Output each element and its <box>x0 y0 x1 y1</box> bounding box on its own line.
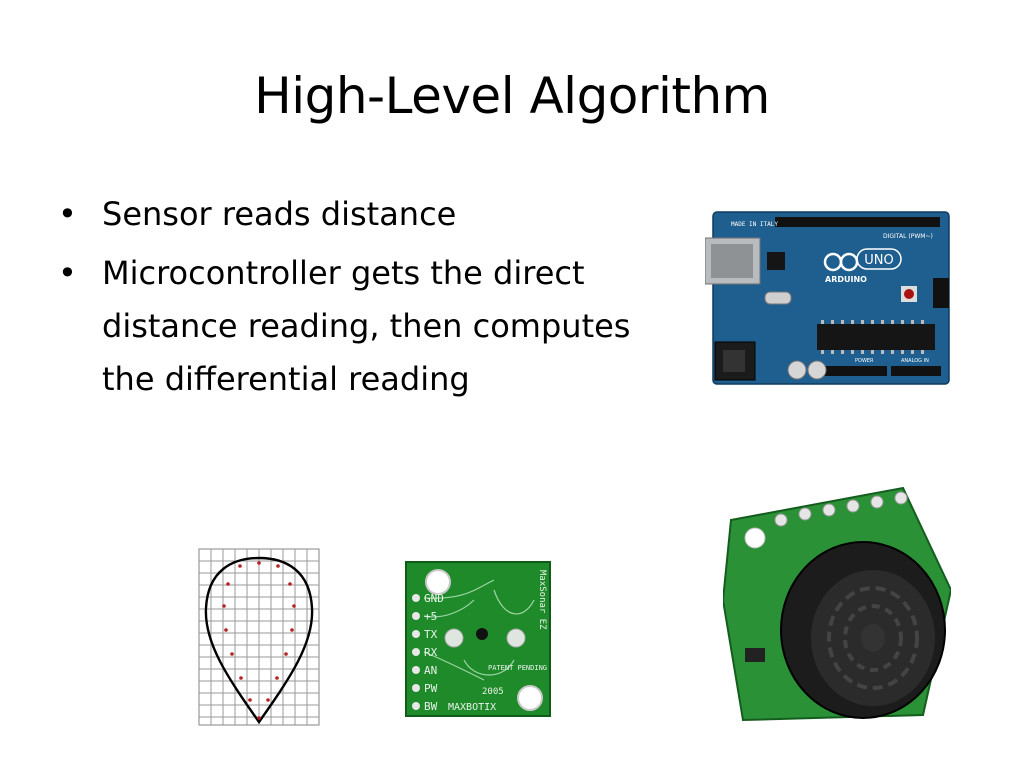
pcb-pin-label: PW <box>424 682 438 695</box>
arduino-board-image: UNO ARDUINO MADE IN ITALY DIGITAL (PWM~)… <box>705 211 950 385</box>
slide-title: High-Level Algorithm <box>254 67 770 125</box>
bullet-item: • Microcontroller gets the direct distan… <box>58 247 648 406</box>
pcb-year-label: 2005 <box>482 687 504 697</box>
pcb-side-label: MaxSonar EZ <box>537 570 547 630</box>
bullet-marker: • <box>58 254 77 292</box>
beam-pattern-diagram <box>198 548 320 726</box>
bullet-text: Sensor reads distance <box>102 195 457 233</box>
arduino-digital-label: DIGITAL (PWM~) <box>883 233 933 240</box>
pcb-patent-label: PATENT PENDING <box>488 664 547 672</box>
pcb-pin-label: AN <box>424 664 437 677</box>
arduino-analog-label: ANALOG IN <box>901 358 929 364</box>
arduino-power-label: POWER <box>855 358 874 364</box>
sensor-pcb-image: GND +5 TX RX AN PW BW MAXBOTIX PATENT PE… <box>405 561 551 717</box>
pcb-pin-label: +5 <box>424 610 437 623</box>
bullet-text: Microcontroller gets the direct distance… <box>102 254 631 398</box>
pcb-brand-label: MAXBOTIX <box>448 702 496 713</box>
pcb-pin-label: TX <box>424 628 438 641</box>
bullet-item: • Sensor reads distance <box>58 188 648 241</box>
arduino-made-in-label: MADE IN ITALY <box>731 221 778 228</box>
bullet-list: • Sensor reads distance • Microcontrolle… <box>58 188 648 412</box>
pcb-pin-label: BW <box>424 700 438 713</box>
bullet-marker: • <box>58 195 77 233</box>
arduino-brand-label: ARDUINO <box>825 275 867 284</box>
arduino-model-label: UNO <box>864 253 893 268</box>
pcb-pin-label: RX <box>424 646 438 659</box>
pcb-pin-label: GND <box>424 592 444 605</box>
ultrasonic-sensor-image <box>723 486 951 722</box>
